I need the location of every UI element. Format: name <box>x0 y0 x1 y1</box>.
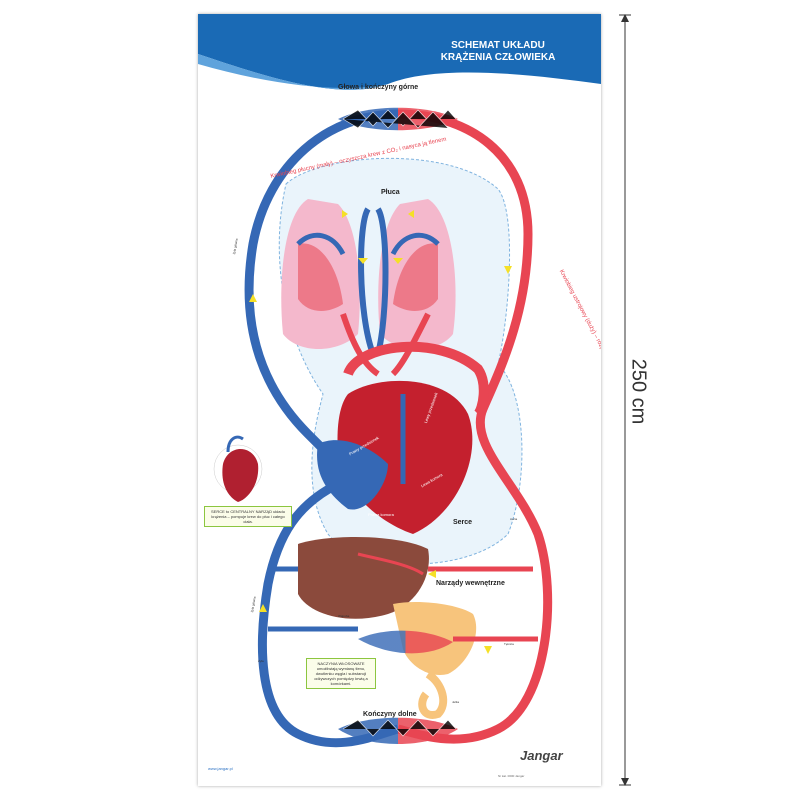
label-organs: Narządy wewnętrzne <box>436 580 505 587</box>
dimension-line <box>619 14 631 786</box>
title-line-1: SCHEMAT UKŁADU <box>451 40 545 51</box>
label-intestine: Jelita <box>452 700 460 704</box>
dimension-label: 250 cm <box>627 358 650 425</box>
right-lung-capillaries <box>393 243 438 311</box>
arrow-icon <box>249 294 257 302</box>
label-limbs: Kończyny dolne <box>363 711 417 718</box>
footer-website: www.jangar.pl <box>208 766 233 771</box>
brand-logo: Jangar <box>520 748 563 763</box>
right-heart-chambers <box>317 440 388 510</box>
left-pulmonary-artery <box>296 232 346 256</box>
pulmonary-vein-left <box>340 313 380 377</box>
arrow-down-icon <box>621 778 629 786</box>
hepatic-artery <box>357 552 424 576</box>
limbs-capillary-lines <box>342 719 457 737</box>
arrow-icon <box>504 266 512 274</box>
arrow-icon <box>428 570 436 578</box>
arrow-icon <box>393 258 403 264</box>
arrow-icon <box>342 210 348 218</box>
aorta-loop <box>396 109 553 744</box>
label-lungs: Płuca <box>381 189 400 196</box>
label-vein: Żyła <box>258 659 264 663</box>
flow-arrows <box>249 210 512 654</box>
arrow-icon <box>484 646 492 654</box>
pulmonary-trunk <box>358 207 376 356</box>
poster: SCHEMAT UKŁADU KRĄŻENIA CZŁOWIEKA <box>198 14 601 786</box>
heart-note: SERCE to CENTRALNY NARZĄD układu krążeni… <box>204 506 292 527</box>
organ-capillaries <box>358 630 453 654</box>
arrow-icon <box>408 210 414 218</box>
label-aorta: Aorta <box>510 517 518 521</box>
pulmonary-trunk-right <box>375 207 389 355</box>
arrow-up-icon <box>621 14 629 22</box>
arrow-icon <box>358 258 368 264</box>
circulation-diagram <box>213 107 553 748</box>
title-line-2: KRĄŻENIA CZŁOWIEKA <box>440 52 556 63</box>
colon <box>418 670 448 719</box>
heart-thumbnail <box>222 449 259 502</box>
banner-shape <box>198 14 601 90</box>
arrow-icon <box>259 604 267 612</box>
head-capillary-lines <box>342 109 457 129</box>
title-banner <box>198 14 601 90</box>
heart-thumbnail-vessel <box>226 435 244 453</box>
label-artery: Tętnica <box>504 642 514 646</box>
label-heart: Serce <box>453 519 473 526</box>
aortic-arch <box>343 341 489 418</box>
label-head: Głowa i kończyny górne <box>338 84 419 91</box>
poster-title: SCHEMAT UKŁADU KRĄŻENIA CZŁOWIEKA <box>413 40 583 64</box>
label-liver: Wątroba <box>338 614 350 618</box>
liver <box>298 537 429 619</box>
label-right-ventricle: Prawa komora <box>368 512 394 517</box>
footer-code: Nr kat. 0000 Jangar <box>498 774 525 778</box>
banner-accent <box>198 54 388 90</box>
left-lung-capillaries <box>298 243 343 311</box>
capillary-note: NACZYNIA WŁOSOWATE umożliwiają wymianę t… <box>306 658 376 689</box>
right-pulmonary-artery <box>390 232 440 256</box>
